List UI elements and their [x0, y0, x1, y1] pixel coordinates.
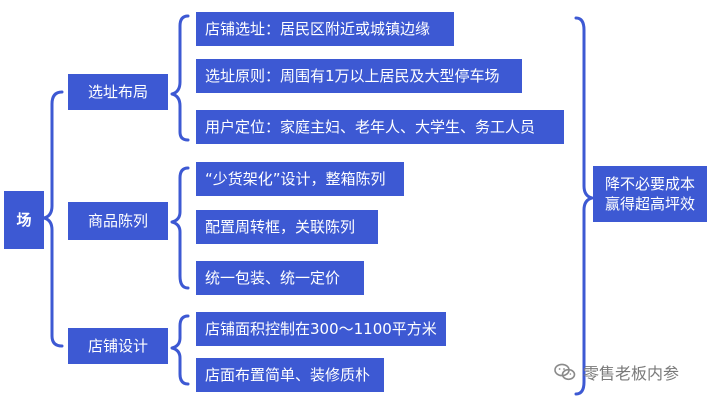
leaf-node: “少货架化”设计，整箱陈列 — [196, 162, 404, 196]
root-node: 场 — [4, 191, 44, 249]
outcome-bracket — [574, 16, 594, 396]
wechat-icon — [554, 363, 576, 381]
branch-node-merchandise-display: 商品陈列 — [68, 202, 168, 240]
leaf-node: 用户定位：家庭主妇、老年人、大学生、务工人员 — [196, 110, 564, 144]
leaf-node: 店面布置简单、装修质朴 — [196, 358, 384, 392]
leaf-node: 选址原则：周围有1万以上居民及大型停车场 — [196, 59, 522, 93]
leaf-node: 统一包装、统一定价 — [196, 261, 364, 295]
branch-bracket-3 — [170, 314, 190, 386]
branch-bracket-1 — [170, 14, 190, 142]
root-bracket — [42, 90, 64, 348]
branch-bracket-2 — [170, 166, 190, 290]
watermark-text: 零售老板内参 — [583, 364, 680, 383]
leaf-node: 店铺面积控制在300～1100平方米 — [196, 312, 446, 346]
leaf-node: 店铺选址：居民区附近或城镇边缘 — [196, 12, 454, 46]
leaf-node: 配置周转框，关联陈列 — [196, 210, 378, 244]
outcome-node: 降不必要成本赢得超高坪效 — [593, 166, 707, 222]
watermark: 零售老板内参 — [553, 360, 679, 384]
branch-node-site-layout: 选址布局 — [68, 74, 168, 110]
branch-node-store-design: 店铺设计 — [68, 328, 168, 364]
